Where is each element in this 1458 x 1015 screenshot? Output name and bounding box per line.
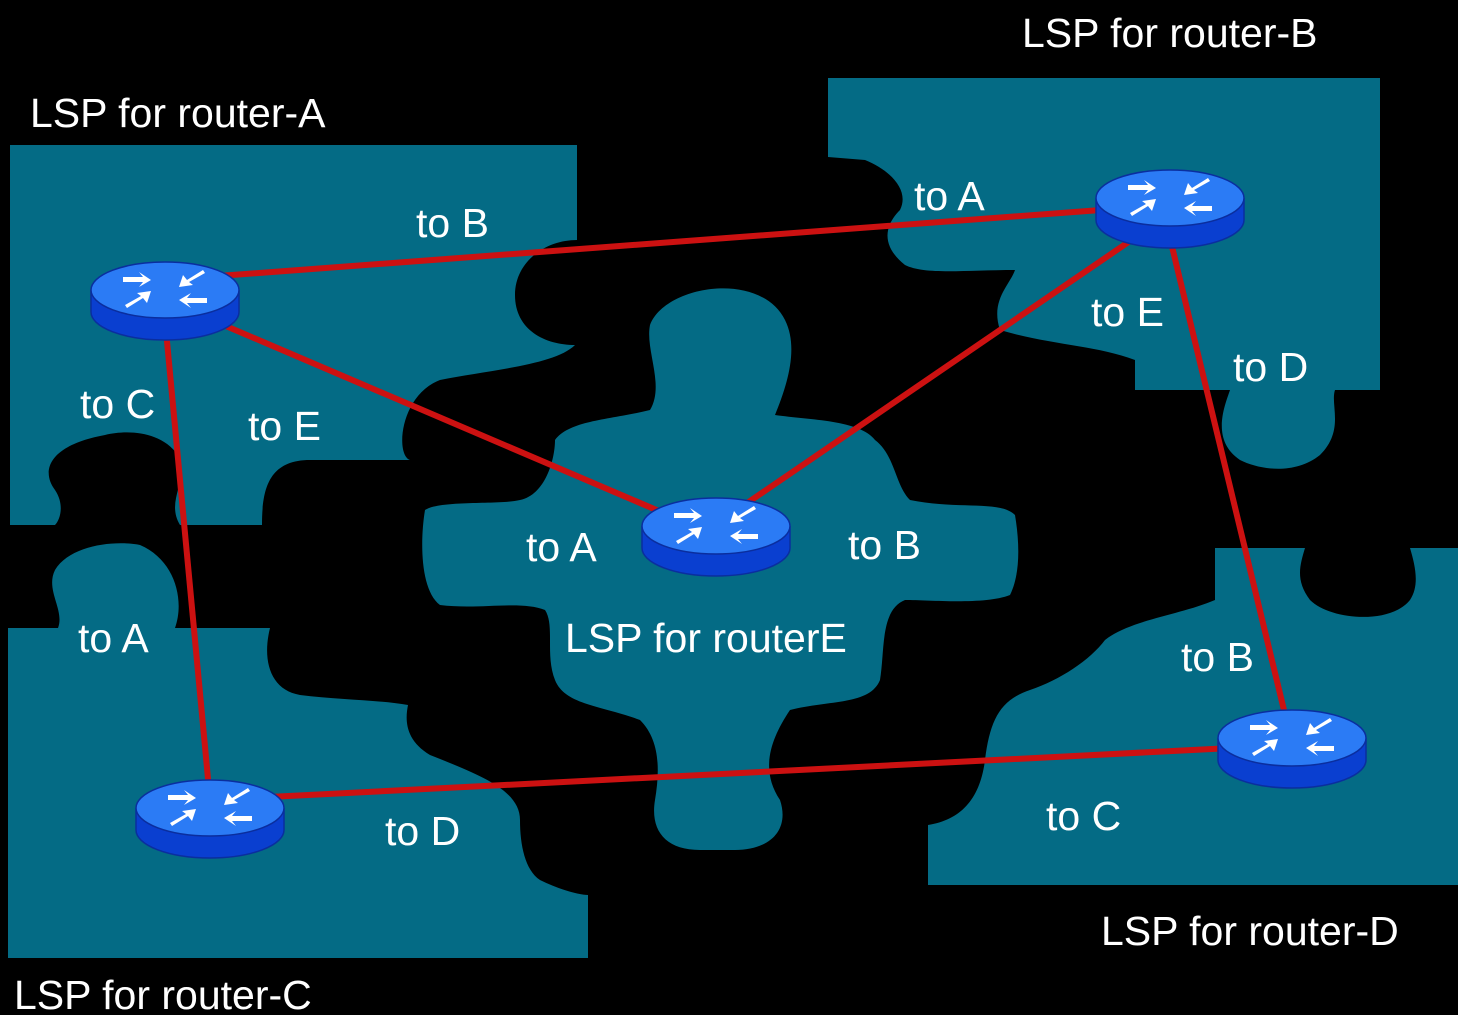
label-b-to-a: to A: [914, 173, 985, 219]
puzzle-piece-router-b: [828, 78, 1380, 469]
link-a-b: [162, 202, 1171, 283]
label-e-to-b: to B: [848, 522, 921, 568]
router-d-icon: [1217, 709, 1367, 789]
label-d-to-b: to B: [1181, 634, 1254, 680]
router-e-icon: [641, 497, 791, 577]
label-e-to-a: to A: [526, 524, 597, 570]
label-a-to-e: to E: [248, 403, 321, 449]
title-router-e: LSP for routerE: [565, 615, 847, 661]
link-a-e: [162, 297, 718, 538]
title-router-a: LSP for router-A: [30, 90, 326, 136]
router-b-icon: [1095, 169, 1245, 249]
label-c-to-a: to A: [78, 615, 149, 661]
label-a-to-b: to B: [416, 200, 489, 246]
label-b-to-e: to E: [1091, 289, 1164, 335]
label-c-to-d: to D: [385, 808, 460, 854]
puzzle-piece-router-d: [928, 548, 1458, 885]
link-b-d: [1165, 227, 1293, 738]
link-b-e: [712, 212, 1171, 528]
router-c-icon: [135, 779, 285, 859]
link-c-d: [207, 742, 1293, 803]
title-router-c: LSP for router-C: [14, 972, 312, 1015]
router-links: [162, 202, 1293, 803]
label-d-to-c: to C: [1046, 793, 1121, 839]
link-a-c: [162, 317, 213, 803]
title-router-b: LSP for router-B: [1022, 10, 1318, 56]
puzzle-piece-router-a: [10, 145, 577, 525]
router-a-icon: [90, 261, 240, 341]
puzzle-piece-router-c: [8, 543, 588, 958]
label-a-to-c: to C: [80, 381, 155, 427]
label-b-to-d: to D: [1233, 344, 1308, 390]
title-router-d: LSP for router-D: [1101, 908, 1399, 954]
